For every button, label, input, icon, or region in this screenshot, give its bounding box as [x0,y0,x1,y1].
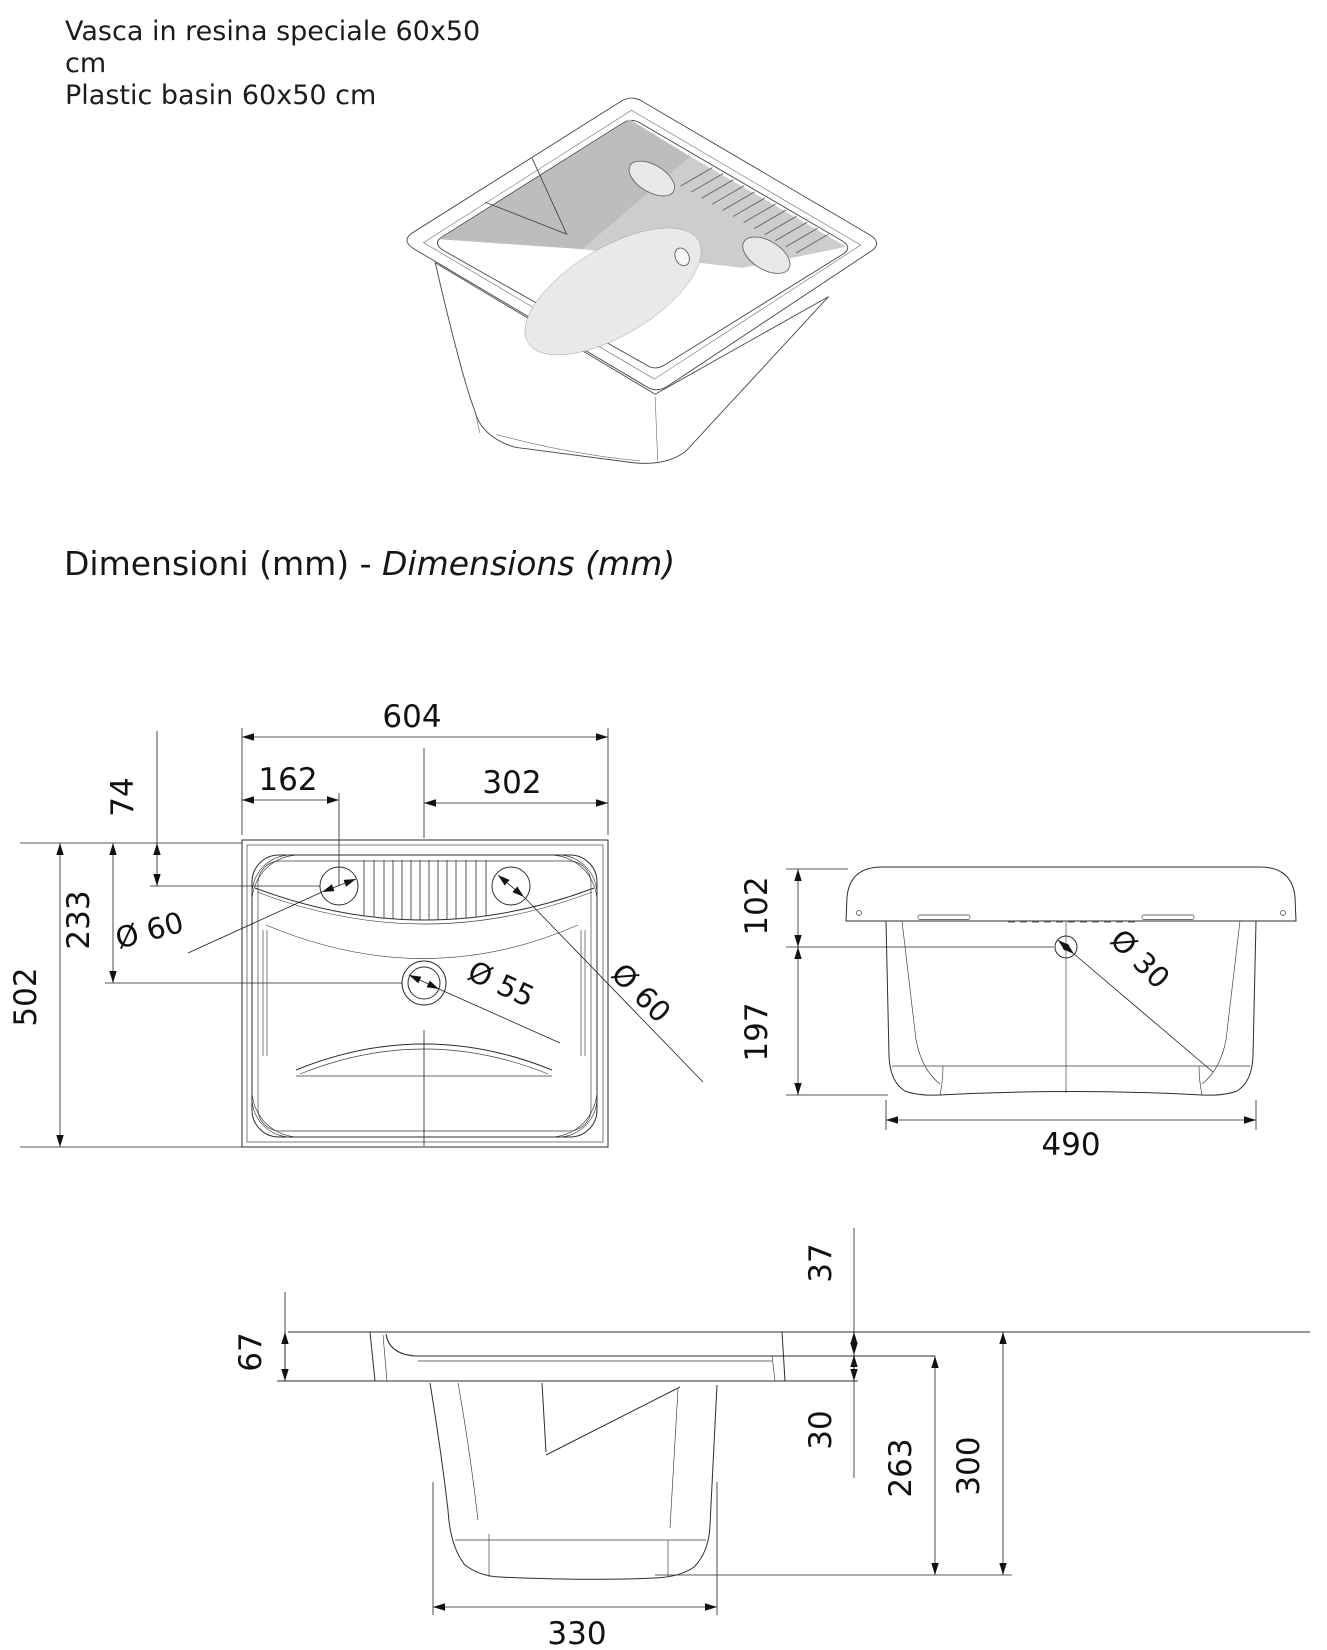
dim-overall-depth: 502 [8,967,44,1026]
right-hole [491,866,531,906]
dia-left-hole: Ø 60 [112,905,187,956]
overflow-hole [1054,935,1078,959]
drain-outer [401,960,447,1006]
dim-rim-height: 67 [233,1332,269,1371]
orthographic-views: 604 162 302 74 233 [8,699,1297,1163]
dim-rim-to-hole: 102 [739,876,775,935]
product-title-wrap: cm [65,48,107,79]
dim-shelf-to-rim-bottom: 30 [803,1410,839,1449]
dia-overflow-hole: Ø 30 [1104,923,1177,996]
front-outline [845,866,1297,923]
dim-left-hole-offset: 162 [258,762,317,798]
product-title-italian: Vasca in resina speciale 60x50 [65,16,481,47]
soap-recess-left-3d [628,160,675,197]
section-dimensions: 67 37 30 263 300 330 [233,1228,1012,1650]
dim-drain-from-top: 233 [61,890,97,949]
dimensions-heading-en: Dimensions (mm) [382,544,676,583]
plan-outline [241,839,609,1148]
dim-overall-width: 604 [382,699,441,735]
dim-bottom-depth: 330 [547,1616,606,1650]
product-title: Vasca in resina speciale 60x50 cm Plasti… [65,16,480,112]
dim-center-to-edge: 302 [482,765,541,801]
dim-top-to-shelf: 37 [803,1243,839,1282]
dim-bottom-width: 490 [1041,1127,1100,1163]
side-section-view: 67 37 30 263 300 330 [233,1228,1310,1650]
dimensions-heading-it: Dimensioni (mm) [64,544,350,583]
basin-body-3d [434,261,830,464]
washboard-ribs-3d [680,167,829,254]
isometric-view [406,97,878,464]
plan-corner-pads [251,854,598,1138]
dim-hole-to-bottom: 197 [739,1002,775,1061]
front-view: 102 197 490 Ø 30 [739,866,1297,1163]
washboard-slope-line [545,1386,681,1456]
dim-shelf-to-bottom: 263 [883,1438,919,1497]
basin-bowl-3d [439,119,847,356]
soap-recess-right-3d [742,236,791,274]
overflow-hole-3d [674,247,690,267]
plan-washboard-ribs [363,860,487,920]
bowl-fold-line [484,158,568,235]
dim-overall-height: 300 [951,1436,987,1495]
front-dimensions: 102 197 490 Ø 30 [739,868,1257,1163]
basin-rim-3d [406,97,878,391]
front-body [885,920,1257,1096]
dim-holes-from-top: 74 [105,777,141,816]
product-title-english: Plastic basin 60x50 cm [65,80,377,111]
section-outline [277,1331,1310,1382]
drain-inner [407,966,441,1000]
section-body [429,1382,718,1580]
plan-dimensions: 604 162 302 74 233 [8,699,704,1148]
plan-view: 604 162 302 74 233 [8,699,704,1148]
dimensions-heading: Dimensioni (mm) - Dimensions (mm) [64,544,676,583]
